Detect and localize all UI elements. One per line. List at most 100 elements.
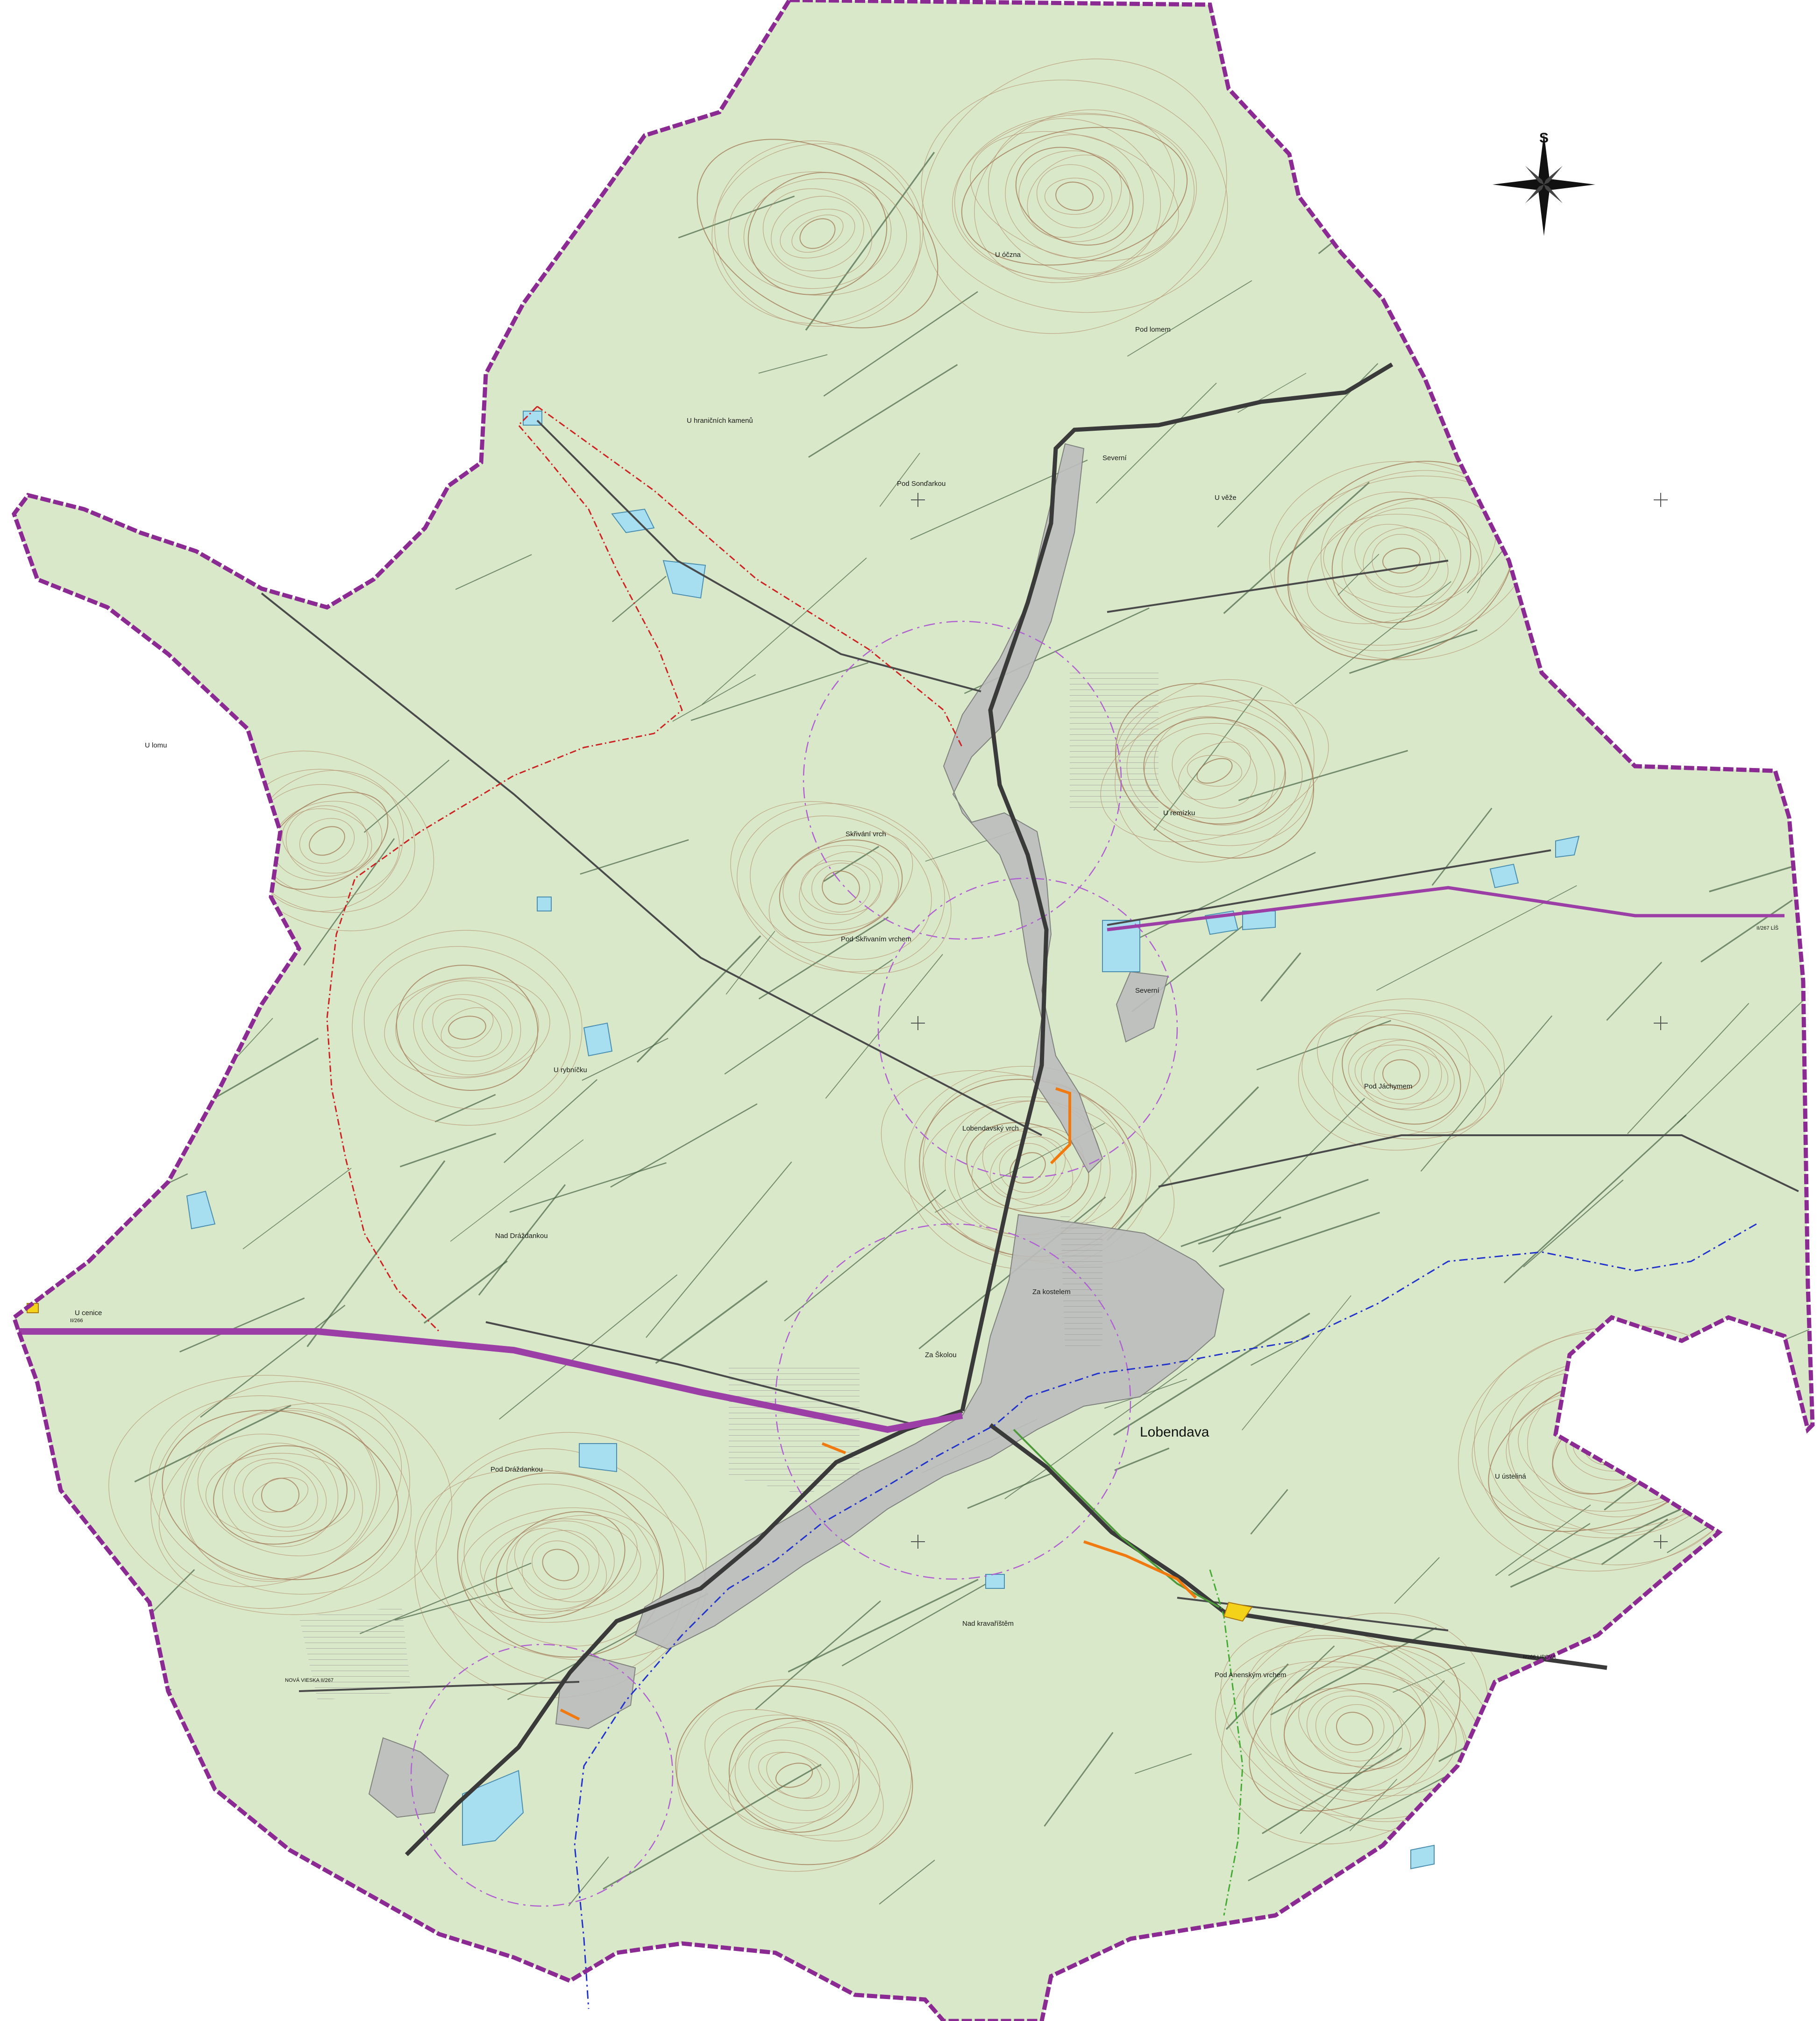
forest-line bbox=[1399, 190, 1616, 284]
forest-line bbox=[1113, 1312, 1310, 1436]
forest-line bbox=[1106, 1086, 1259, 1241]
contour-line bbox=[743, 178, 892, 289]
contour-line bbox=[158, 1403, 402, 1587]
forest-line bbox=[1467, 189, 1568, 249]
forest-line bbox=[724, 959, 893, 1075]
forest-line bbox=[153, 285, 200, 342]
contour-line bbox=[384, 977, 550, 1079]
contour-line bbox=[675, 1685, 913, 1865]
forest-line bbox=[1394, 1557, 1440, 1604]
contour-line bbox=[1252, 1666, 1457, 1791]
contour-line bbox=[299, 818, 355, 864]
forest-line bbox=[1408, 148, 1604, 285]
contour-line bbox=[180, 1410, 380, 1580]
forest-line bbox=[702, 557, 867, 705]
contour-line bbox=[747, 172, 888, 295]
forest-line bbox=[1503, 1114, 1687, 1284]
forest-line bbox=[582, 1038, 668, 1081]
contour-line bbox=[766, 1752, 822, 1799]
hatched-areas bbox=[299, 668, 1159, 1701]
forest-line bbox=[725, 931, 775, 995]
forest-line bbox=[478, 1184, 566, 1296]
forest-line bbox=[1238, 750, 1408, 801]
forest-line bbox=[112, 1856, 197, 1904]
forest-line bbox=[1496, 291, 1627, 441]
forest-line bbox=[805, 151, 935, 331]
forest-line bbox=[1095, 383, 1217, 504]
forest-line bbox=[879, 1859, 935, 1905]
forest-line bbox=[758, 916, 889, 1000]
forest-line bbox=[504, 1079, 597, 1163]
road-label: II/266 bbox=[70, 1318, 83, 1324]
forest-line bbox=[1134, 1753, 1192, 1774]
contour-line bbox=[697, 139, 938, 328]
compass-rose-icon: S bbox=[1493, 130, 1595, 236]
contour-line bbox=[1373, 1049, 1429, 1100]
contour-line bbox=[1315, 1695, 1394, 1762]
contour-line bbox=[532, 1540, 590, 1590]
forest-line bbox=[242, 1167, 352, 1250]
contour-line bbox=[1270, 1655, 1439, 1802]
forest-line bbox=[612, 576, 667, 622]
place-label: Za Školou bbox=[925, 1351, 957, 1359]
contour-line bbox=[234, 1458, 327, 1532]
forest-line bbox=[967, 1472, 1053, 1509]
place-label: U cenice bbox=[75, 1309, 102, 1317]
forest-line bbox=[1251, 1334, 1310, 1366]
contour-line bbox=[222, 1443, 339, 1547]
place-label: U óčzna bbox=[995, 251, 1021, 259]
contour-line bbox=[714, 140, 921, 327]
contour-line bbox=[1331, 498, 1472, 624]
contour-line bbox=[1354, 524, 1449, 598]
contour-line bbox=[1348, 1039, 1455, 1110]
forest-line bbox=[1523, 1179, 1624, 1267]
place-label: U ústeliná bbox=[1495, 1473, 1526, 1480]
contour-line bbox=[1298, 1687, 1411, 1770]
town-label: Lobendava bbox=[1140, 1424, 1209, 1440]
forest-line bbox=[399, 1132, 497, 1167]
forest-line bbox=[1599, 43, 1663, 96]
place-labels: U óčzna Pod lomem U hraničních kamenů Po… bbox=[75, 251, 1526, 1679]
forest-line bbox=[603, 1764, 822, 1890]
forest-line bbox=[1627, 1003, 1749, 1134]
forest-line bbox=[1644, 1779, 1686, 1834]
contour-line bbox=[448, 1016, 486, 1040]
contour-line bbox=[954, 113, 1194, 280]
contour-line bbox=[364, 946, 570, 1110]
contour-line bbox=[396, 965, 539, 1091]
contour-line bbox=[982, 1130, 1074, 1206]
contour-line bbox=[1342, 1024, 1461, 1125]
contour-line bbox=[1317, 1016, 1486, 1133]
forest-line bbox=[1606, 961, 1663, 1021]
contour-line bbox=[162, 1409, 399, 1580]
contour-line bbox=[966, 1122, 1089, 1214]
contour-line bbox=[282, 808, 372, 874]
forest-line bbox=[823, 846, 880, 882]
contour-line bbox=[1037, 164, 1112, 228]
forest-line bbox=[1600, 1627, 1813, 1706]
contour-line bbox=[728, 171, 907, 296]
contour-line bbox=[1321, 491, 1482, 630]
contour-line bbox=[1005, 134, 1144, 258]
forest-line bbox=[672, 674, 756, 722]
forest-line bbox=[179, 1297, 305, 1352]
contour-line bbox=[1045, 178, 1104, 215]
contour-line bbox=[728, 1720, 860, 1831]
contour-line bbox=[1178, 741, 1251, 800]
contour-line bbox=[206, 1453, 355, 1537]
contour-line bbox=[461, 1507, 660, 1623]
place-label: U hraničních kamenů bbox=[687, 417, 753, 425]
place-label: Nad kravaříštěm bbox=[962, 1620, 1014, 1628]
contour-line bbox=[1323, 513, 1480, 608]
forest-line bbox=[823, 291, 978, 397]
forest-line bbox=[825, 954, 943, 1099]
place-label: Pod Anenským vrchem bbox=[1215, 1671, 1286, 1679]
forest-line bbox=[1666, 1453, 1813, 1553]
contour-line bbox=[1018, 150, 1130, 242]
forest-line bbox=[1510, 1496, 1707, 1588]
forest-line bbox=[636, 935, 761, 1063]
contour-line bbox=[441, 1007, 494, 1048]
forest-line bbox=[1004, 1357, 1201, 1500]
green-trail bbox=[1209, 1569, 1244, 1916]
